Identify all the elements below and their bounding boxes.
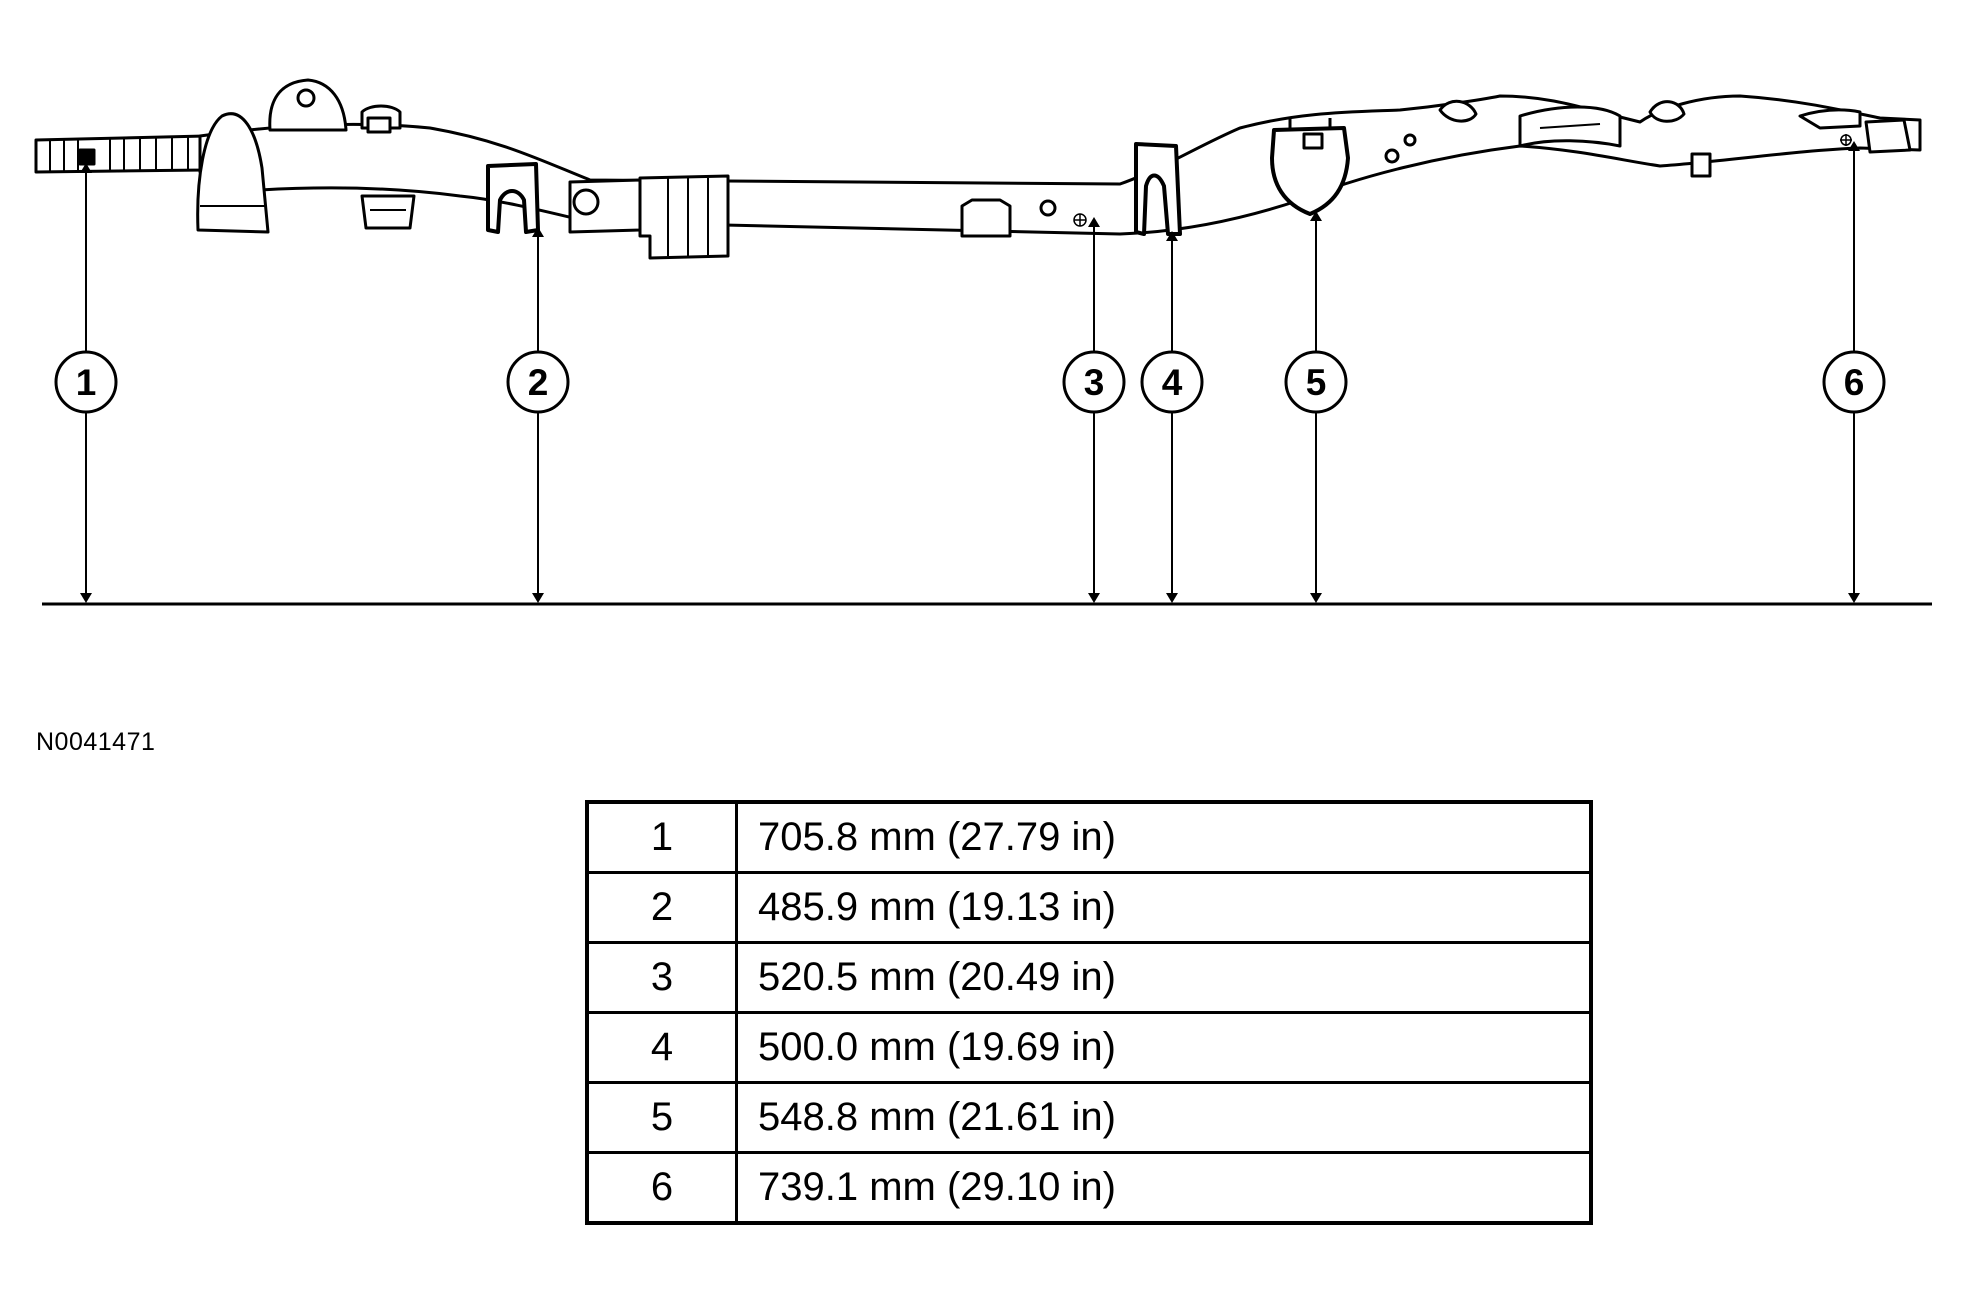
table-row: 4 500.0 mm (19.69 in) <box>585 1011 1593 1084</box>
dimension-spec-table: 1 705.8 mm (27.79 in) 2 485.9 mm (19.13 … <box>585 800 1593 1225</box>
table-cell-value: 485.9 mm (19.13 in) <box>735 871 1593 944</box>
dimension-line-5: 5 <box>1284 211 1348 603</box>
table-cell-value: 520.5 mm (20.49 in) <box>735 941 1593 1014</box>
table-cell-value: 739.1 mm (29.10 in) <box>735 1151 1593 1225</box>
table-cell-number: 2 <box>585 871 738 944</box>
callout-circle-5 <box>1284 350 1348 414</box>
callout-circle-4 <box>1140 350 1204 414</box>
dimension-line-4: 4 <box>1140 231 1204 603</box>
dimension-line-1: 1 <box>54 163 118 603</box>
dimension-line-3: 3 <box>1062 217 1126 603</box>
callout-label-3: 3 <box>1084 362 1105 403</box>
table-cell-value: 548.8 mm (21.61 in) <box>735 1081 1593 1154</box>
table-cell-number: 4 <box>585 1011 738 1084</box>
table-row: 2 485.9 mm (19.13 in) <box>585 871 1593 944</box>
frame-diagram: 1 2 3 4 5 6 <box>34 78 1932 606</box>
callout-label-4: 4 <box>1162 362 1183 403</box>
table-cell-number: 5 <box>585 1081 738 1154</box>
table-cell-number: 3 <box>585 941 738 1014</box>
dimension-line-6: 6 <box>1822 141 1886 603</box>
callout-circle-1 <box>54 350 118 414</box>
callout-circle-2 <box>506 350 570 414</box>
table-row: 3 520.5 mm (20.49 in) <box>585 941 1593 1014</box>
dimension-callouts: 1 2 3 4 5 6 <box>54 141 1886 603</box>
table-row: 6 739.1 mm (29.10 in) <box>585 1151 1593 1225</box>
table-row: 1 705.8 mm (27.79 in) <box>585 800 1593 874</box>
callout-circle-3 <box>1062 350 1126 414</box>
callout-label-5: 5 <box>1306 362 1327 403</box>
table-row: 5 548.8 mm (21.61 in) <box>585 1081 1593 1154</box>
callout-circle-6 <box>1822 350 1886 414</box>
table-cell-number: 1 <box>585 800 738 874</box>
callout-label-1: 1 <box>76 362 97 403</box>
figure-id: N0041471 <box>36 728 156 756</box>
table-cell-value: 500.0 mm (19.69 in) <box>735 1011 1593 1084</box>
table-cell-value: 705.8 mm (27.79 in) <box>735 800 1593 874</box>
dimension-line-2: 2 <box>506 227 570 603</box>
table-cell-number: 6 <box>585 1151 738 1225</box>
callout-label-2: 2 <box>528 362 549 403</box>
callout-label-6: 6 <box>1844 362 1865 403</box>
vehicle-frame-drawing <box>34 78 1922 260</box>
